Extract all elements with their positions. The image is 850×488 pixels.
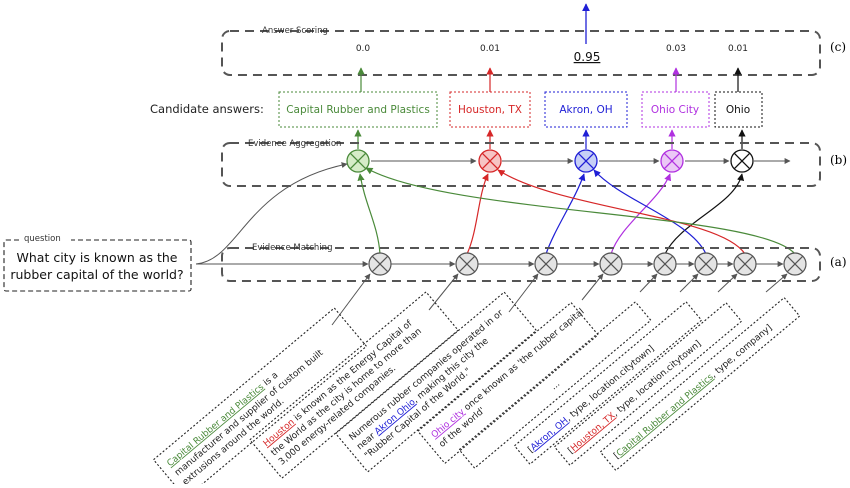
score-ohio-city: 0.03 <box>666 44 686 54</box>
question-line-1: What city is known as the <box>17 250 178 265</box>
arrow-evidence-4 <box>581 273 604 301</box>
evidence-segment: [ <box>612 451 621 461</box>
answer-scoring-label: Answer Scoring <box>262 26 328 36</box>
match-node-3 <box>534 252 558 276</box>
arrow-evidence-7 <box>717 273 738 293</box>
tag-b: (b) <box>830 153 847 167</box>
link-match6-to-agg-blue <box>593 169 707 255</box>
candidate-houston: Houston, TX <box>449 91 531 128</box>
arrow-evidence-3 <box>508 273 539 313</box>
arrow-evidence-5 <box>639 273 658 293</box>
evidence-matching-box <box>221 247 821 282</box>
agg-node-blue <box>574 149 598 173</box>
evidence-segment: , type, company] <box>709 323 774 380</box>
link-match8-to-agg-green <box>365 167 796 255</box>
tag-c: (c) <box>830 40 846 54</box>
candidate-answers-label: Candidate answers: <box>150 102 264 116</box>
evidence-card-7: [Houston, TX, type, location.citytown] <box>553 302 743 466</box>
link-match1-to-agg-green <box>357 173 381 255</box>
match-node-7 <box>733 252 757 276</box>
match-node-2 <box>455 252 479 276</box>
arrow-evidence-1 <box>331 273 371 326</box>
candidate-ohio: Ohio <box>714 91 763 128</box>
svg-text:Capital Rubber and Plastics: Capital Rubber and Plastics <box>286 104 430 116</box>
arrow-evidence-6 <box>679 273 699 293</box>
arrow-question-to-aggregation <box>195 162 348 265</box>
evidence-segment: Capital Rubber and Plastics <box>615 372 716 459</box>
match-node-8 <box>783 252 807 276</box>
evidence-segment: [ <box>566 446 575 456</box>
question-tag-bg <box>19 233 71 245</box>
agg-node-purple <box>660 149 684 173</box>
question-line-2: rubber capital of the world? <box>10 267 183 282</box>
link-match2-to-agg-red <box>466 173 489 255</box>
arrow-evidence-8 <box>765 273 788 293</box>
evidence-card-8: [Capital Rubber and Plastics, type, comp… <box>599 296 801 472</box>
agg-node-green <box>346 149 370 173</box>
tag-a: (a) <box>830 255 847 269</box>
answer-scoring-box <box>221 30 821 76</box>
score-houston: 0.01 <box>480 44 500 54</box>
svg-text:Akron, OH: Akron, OH <box>559 104 612 116</box>
score-ohio: 0.01 <box>728 44 748 54</box>
svg-text:Houston, TX: Houston, TX <box>458 104 522 116</box>
question-box <box>3 239 192 292</box>
candidate-akron: Akron, OH <box>544 91 628 128</box>
match-node-1 <box>368 252 392 276</box>
evidence-card-6: [Akron, OH, type, location.citytown] <box>513 301 703 465</box>
evidence-segment: , type, location.citytown] <box>611 339 703 419</box>
link-match7-to-agg-red <box>497 169 746 255</box>
evidence-aggregation-box <box>221 142 821 187</box>
agg-node-red <box>478 149 502 173</box>
evidence-aggregation-label: Evidence Aggregation <box>248 139 341 149</box>
evidence-segment: [ <box>526 445 535 455</box>
evidence-segment: ... <box>549 379 562 392</box>
question-tag: question <box>24 234 61 244</box>
match-node-6 <box>694 252 718 276</box>
evidence-segment: once known as 'the rubber capital <box>460 307 586 415</box>
evidence-text-5: ... <box>549 379 562 392</box>
arrow-evidence-2 <box>428 273 459 311</box>
svg-text:Ohio: Ohio <box>726 104 750 116</box>
link-match5-to-agg-black <box>664 173 745 255</box>
score-capital-rubber: 0.0 <box>356 44 371 54</box>
evidence-matching-label: Evidence Matching <box>252 243 332 253</box>
match-node-5 <box>653 252 677 276</box>
score-akron: 0.95 <box>574 50 601 64</box>
candidate-ohio-city: Ohio City <box>641 91 710 128</box>
svg-text:Ohio City: Ohio City <box>651 104 699 116</box>
link-match3-to-agg-blue <box>545 173 586 255</box>
agg-node-black <box>730 149 754 173</box>
match-node-4 <box>599 252 623 276</box>
candidate-capital-rubber: Capital Rubber and Plastics <box>278 91 438 128</box>
